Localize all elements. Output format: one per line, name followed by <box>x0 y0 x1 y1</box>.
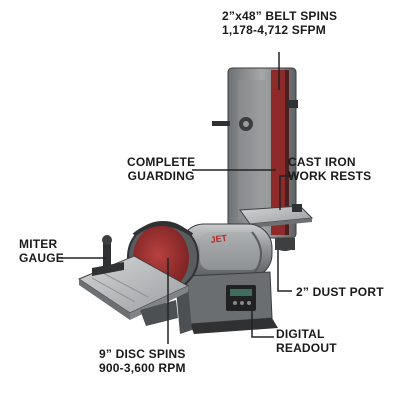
cast-iron-label-line1: CAST IRON <box>288 155 356 169</box>
belt-speed-label: 1,178-4,712 SFPM <box>222 23 326 37</box>
callout-cast-iron: CAST IRON WORK RESTS <box>288 155 371 183</box>
miter-label-line2: GAUGE <box>19 251 65 265</box>
miter-label-line1: MITER <box>19 237 58 251</box>
belt-tower <box>227 67 297 239</box>
tension-knob <box>212 117 253 131</box>
digital-label-line1: DIGITAL <box>276 327 325 341</box>
callout-miter-gauge: MITER GAUGE <box>19 237 64 265</box>
belt-size-label: 2”x48” BELT SPINS <box>222 9 338 23</box>
callout-guarding: COMPLETE GUARDING <box>127 155 195 183</box>
disc-speed-label: 900-3,600 RPM <box>99 361 186 375</box>
tracking-knob <box>288 100 298 108</box>
callout-digital-readout: DIGITAL READOUT <box>276 327 337 355</box>
belt-dust-port <box>275 238 295 251</box>
cast-iron-label-line2: WORK RESTS <box>288 169 372 183</box>
guarding-label-line2: GUARDING <box>127 169 195 183</box>
sanding-belt <box>271 70 285 235</box>
guarding-label-line1: COMPLETE <box>127 155 196 169</box>
dust-port-label: 2” DUST PORT <box>296 285 384 299</box>
disc-size-label: 9” DISC SPINS <box>99 347 186 361</box>
leader-lines <box>59 52 292 344</box>
digital-label-line2: READOUT <box>276 341 337 355</box>
leader-digital <box>251 306 274 338</box>
callout-belt: 2”x48” BELT SPINS 1,178-4,712 SFPM <box>222 9 337 37</box>
digital-readout-panel <box>226 285 256 311</box>
callout-dust-port: 2” DUST PORT <box>296 285 384 299</box>
callout-disc: 9” DISC SPINS 900-3,600 RPM <box>99 347 186 375</box>
leader-cast <box>279 175 292 210</box>
leader-dust <box>277 250 292 292</box>
miter-gauge <box>92 235 124 276</box>
